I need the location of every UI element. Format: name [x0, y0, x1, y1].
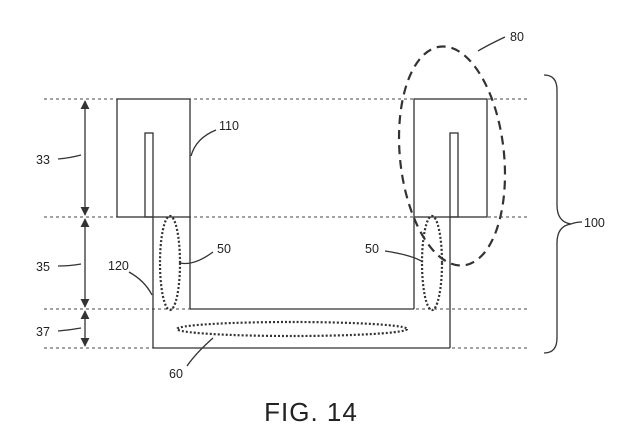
region-50-right [420, 214, 444, 312]
leader-50-right [384, 250, 424, 263]
leader-35 [57, 263, 82, 267]
left-block [116, 98, 191, 218]
leader-33 [57, 154, 82, 160]
right-slot [449, 132, 459, 218]
leader-60 [186, 337, 214, 367]
leader-110 [190, 129, 217, 157]
region-80 [397, 45, 507, 267]
leader-50-left [179, 251, 214, 265]
leader-80 [477, 36, 506, 52]
left-slot [144, 132, 154, 218]
label-50-left: 50 [217, 242, 231, 256]
label-33: 33 [36, 153, 50, 167]
label-80: 80 [510, 30, 524, 44]
label-60: 60 [169, 367, 183, 381]
leader-37 [57, 327, 82, 332]
label-120: 120 [108, 259, 129, 273]
leader-120 [128, 271, 153, 296]
leader-100 [570, 221, 583, 225]
leader-lines [57, 36, 583, 367]
label-37: 37 [36, 325, 50, 339]
label-35: 35 [36, 260, 50, 274]
bracket-100 [543, 74, 572, 354]
figure-caption: FIG. 14 [264, 397, 358, 427]
label-100: 100 [584, 216, 605, 230]
right-block [413, 98, 488, 218]
label-110: 110 [219, 119, 239, 133]
region-60 [175, 320, 409, 338]
region-50-left [158, 214, 182, 312]
label-50-right: 50 [365, 242, 379, 256]
